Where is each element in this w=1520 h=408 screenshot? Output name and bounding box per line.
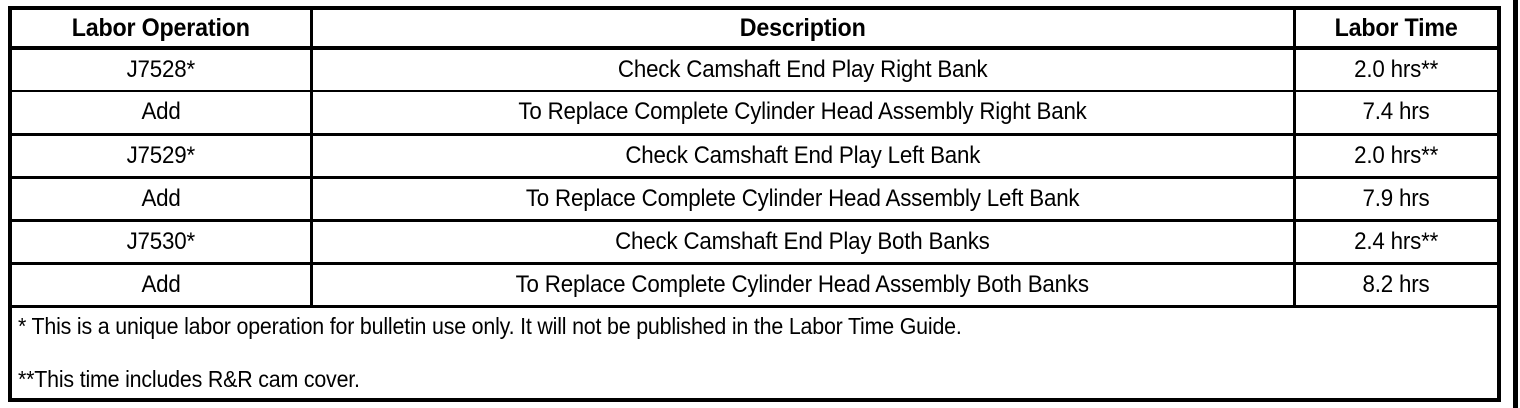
table-row: Add To Replace Complete Cylinder Head As… xyxy=(12,177,1497,222)
column-header-labor-operation-label: Labor Operation xyxy=(71,13,250,42)
cell-description: To Replace Complete Cylinder Head Assemb… xyxy=(309,263,1294,308)
cell-description: To Replace Complete Cylinder Head Assemb… xyxy=(309,177,1294,222)
column-header-description-label: Description xyxy=(739,13,866,42)
table-row: J7530* Check Camshaft End Play Both Bank… xyxy=(12,220,1497,265)
footnote-cell: * This is a unique labor operation for b… xyxy=(12,306,1497,398)
cell-labor-operation: J7528* xyxy=(12,48,311,92)
column-header-labor-operation: Labor Operation xyxy=(12,10,311,50)
column-header-description: Description xyxy=(309,10,1294,50)
cell-labor-time: 2.0 hrs** xyxy=(1292,48,1497,92)
cell-labor-operation: Add xyxy=(12,263,311,308)
labor-operation-table-frame: Labor Operation Description Labor Time J… xyxy=(8,6,1501,402)
cell-labor-operation: J7530* xyxy=(12,220,311,265)
table-header-row: Labor Operation Description Labor Time xyxy=(12,10,1497,50)
cell-labor-time: 2.0 hrs** xyxy=(1292,134,1497,179)
column-header-labor-time-label: Labor Time xyxy=(1334,13,1458,42)
cell-description: Check Camshaft End Play Both Banks xyxy=(309,220,1294,265)
cell-description: Check Camshaft End Play Left Bank xyxy=(309,134,1294,179)
cell-labor-time: 8.2 hrs xyxy=(1292,263,1497,308)
footnote-spacer xyxy=(18,340,1491,366)
labor-operation-table: Labor Operation Description Labor Time J… xyxy=(12,10,1497,398)
table-row: Add To Replace Complete Cylinder Head As… xyxy=(12,263,1497,308)
table-row: J7529* Check Camshaft End Play Left Bank… xyxy=(12,134,1497,179)
table-row: J7528* Check Camshaft End Play Right Ban… xyxy=(12,48,1497,92)
cell-labor-operation: Add xyxy=(12,91,311,136)
cell-description: Check Camshaft End Play Right Bank xyxy=(309,48,1294,92)
cell-labor-time: 2.4 hrs** xyxy=(1292,220,1497,265)
page-right-rule xyxy=(1513,0,1518,408)
cell-labor-operation: J7529* xyxy=(12,134,311,179)
cell-labor-time: 7.9 hrs xyxy=(1292,177,1497,222)
footnote-double-asterisk: **This time includes R&R cam cover. xyxy=(18,365,360,392)
cell-labor-time: 7.4 hrs xyxy=(1292,91,1497,136)
table-row: Add To Replace Complete Cylinder Head As… xyxy=(12,91,1497,136)
table-footnote-row: * This is a unique labor operation for b… xyxy=(12,306,1497,398)
cell-labor-operation: Add xyxy=(12,177,311,222)
column-header-labor-time: Labor Time xyxy=(1292,10,1497,50)
footnote-single-asterisk: * This is a unique labor operation for b… xyxy=(18,312,962,339)
cell-description: To Replace Complete Cylinder Head Assemb… xyxy=(309,91,1294,136)
